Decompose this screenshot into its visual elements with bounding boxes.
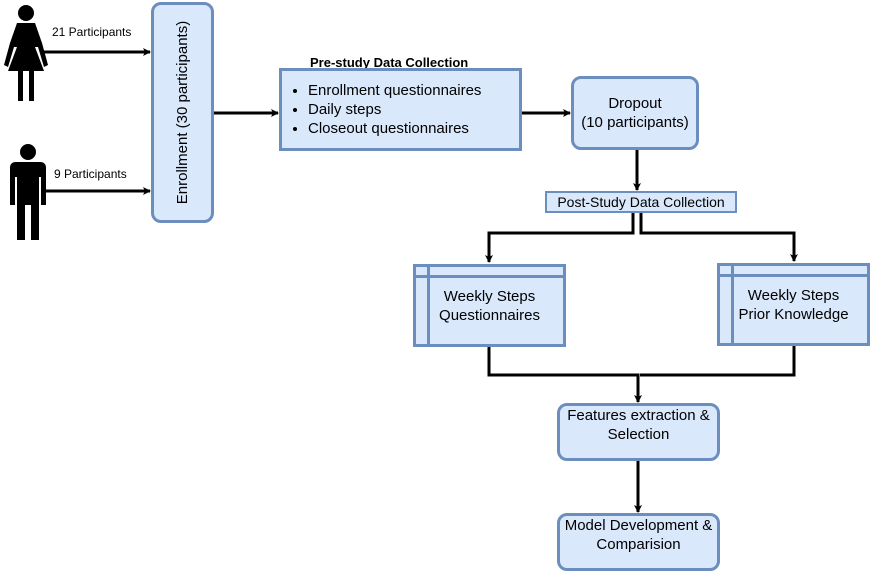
prestudy-item: Enrollment questionnaires (308, 81, 481, 100)
dropout-line2: (10 participants) (581, 114, 689, 131)
dropout-box: Dropout (10 participants) (571, 76, 699, 150)
prestudy-list: Enrollment questionnaires Daily steps Cl… (282, 81, 481, 138)
box-inner-divider (416, 275, 563, 278)
prestudy-title: Pre-study Data Collection (310, 55, 469, 70)
weekly-questionnaires-line2: Questionnaires (439, 306, 540, 324)
dropout-line1: Dropout (608, 95, 662, 112)
poststudy-box: Post-Study Data Collection (545, 191, 737, 213)
features-line1: Features extraction & (567, 407, 710, 424)
edge-prior-to-features (640, 346, 796, 377)
male-participants-label: 9 Participants (54, 167, 127, 181)
weekly-questionnaires-box: Weekly Steps Questionnaires (413, 264, 566, 347)
female-person-icon (4, 5, 48, 101)
model-line1: Model Development & (564, 517, 713, 534)
weekly-prior-box: Weekly Steps Prior Knowledge (717, 263, 870, 346)
edge-poststudy-to-prior (639, 213, 798, 262)
edge-poststudy-to-questionnaires (485, 213, 635, 263)
model-line2: Comparision (596, 536, 681, 553)
box-inner-divider (731, 266, 734, 343)
prestudy-item: Daily steps (308, 100, 481, 119)
weekly-prior-line1: Weekly Steps (747, 286, 840, 304)
features-line2: Selection (607, 426, 670, 443)
enrollment-box: Enrollment (30 participants) (151, 2, 214, 223)
model-box: Model Development & Comparision (557, 513, 720, 571)
weekly-prior-line2: Prior Knowledge (738, 305, 849, 323)
prestudy-item: Closeout questionnaires (308, 119, 481, 138)
prestudy-box: Enrollment questionnaires Daily steps Cl… (279, 68, 522, 151)
box-inner-divider (427, 267, 430, 344)
male-person-icon (10, 144, 46, 240)
weekly-questionnaires-line1: Weekly Steps (443, 287, 536, 305)
box-inner-divider (720, 274, 867, 277)
enrollment-label: Enrollment (30 participants) (174, 20, 192, 205)
poststudy-label: Post-Study Data Collection (557, 193, 725, 210)
features-box: Features extraction & Selection (557, 403, 720, 461)
female-participants-label: 21 Participants (52, 25, 132, 39)
edge-questionnaires-to-features (487, 347, 642, 403)
